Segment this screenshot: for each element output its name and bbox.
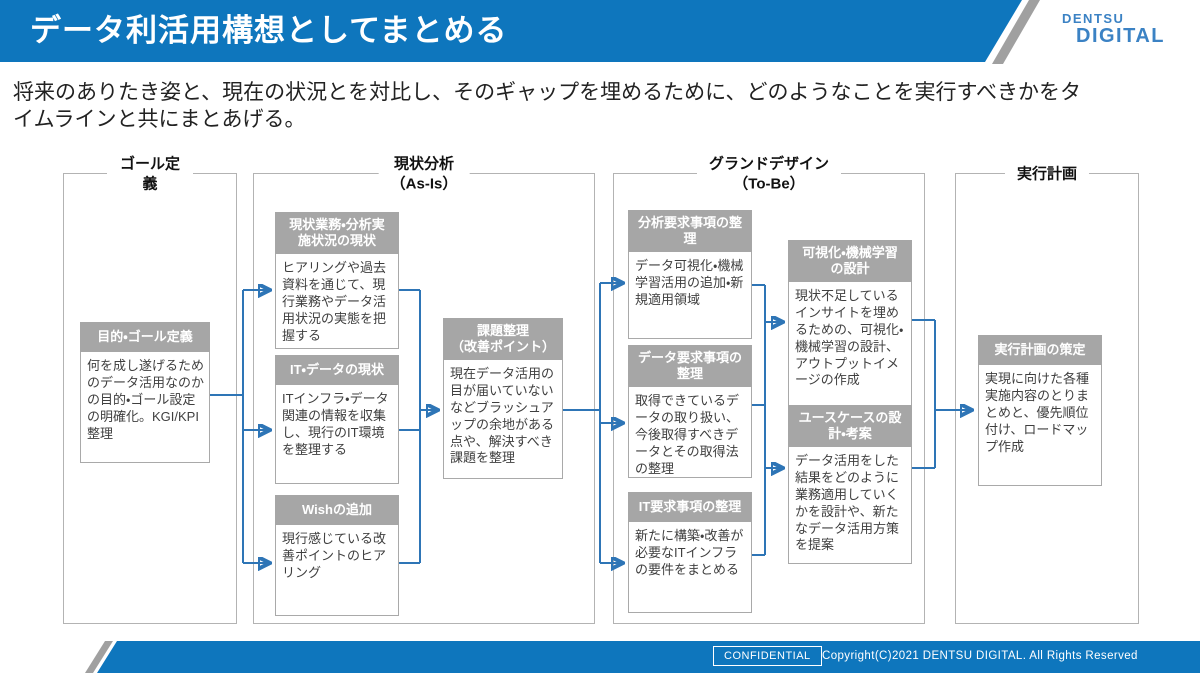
logo-text-dentsu: DENTSU (1062, 11, 1125, 26)
process-box-analysis-req: 分析要求事項の整 理 データ可視化・機械学習活用の追加・新規適用領域 (628, 210, 752, 339)
process-box-it-req-body: 新たに構築・改善が必要なITインフラの要件をまとめる (628, 522, 752, 613)
process-box-wish-title: Wishの追加 (275, 495, 399, 525)
process-box-data-req-body: 取得できているデータの取り扱い、今後取得すべきデータとその取得法の整理 (628, 387, 752, 478)
process-box-current-biz-body: ヒアリングや過去資料を通じて、現行業務やデータ活用状況の実態を把握する (275, 254, 399, 349)
process-box-goal: 目的・ゴール定義 何を成し遂げるためのデータ活用なのかの目的・ゴール設定の明確化… (80, 322, 210, 463)
process-box-analysis-req-title: 分析要求事項の整 理 (628, 210, 752, 252)
dentsu-digital-logo: DENTSU DIGITAL (1038, 12, 1168, 46)
process-box-it-data-title: IT・データの現状 (275, 355, 399, 385)
page-title: データ利活用構想としてまとめる (30, 13, 508, 48)
copyright-text: Copyright(C)2021 DENTSU DIGITAL. All Rig… (822, 650, 1138, 662)
process-box-visualization-body: 現状不足しているインサイトを埋めるための、可視化・機械学習の設計、アウトプットイ… (788, 282, 912, 409)
process-box-wish-body: 現行感じている改善ポイントのヒアリング (275, 525, 399, 616)
process-box-it-req-title: IT要求事項の整理 (628, 492, 752, 522)
process-box-issues-title: 課題整理 （改善ポイント） (443, 318, 563, 360)
column-label-execution-plan: 実行計画 (1004, 164, 1090, 184)
process-box-goal-body: 何を成し遂げるためのデータ活用なのかの目的・ゴール設定の明確化。KGI/KPI整… (80, 352, 210, 463)
column-execution-plan: 実行計画 (955, 164, 1139, 624)
footer-bar (97, 641, 1200, 673)
process-box-usecase-title: ユースケースの設 計・考案 (788, 405, 912, 447)
process-box-exec-plan-title: 実行計画の策定 (978, 335, 1102, 365)
process-box-data-req-title: データ要求事項の 整理 (628, 345, 752, 387)
process-box-issues-body: 現在データ活用の目が届いていないなどブラッシュアップの余地がある点や、解決すべき… (443, 360, 563, 479)
process-box-exec-plan: 実行計画の策定 実現に向けた各種実施内容のとりまとめと、優先順位付け、ロードマッ… (978, 335, 1102, 486)
process-box-visualization-title: 可視化・機械学習 の設計 (788, 240, 912, 282)
header-bar (0, 0, 1022, 62)
column-label-grand-design: グランドデザイン （To-Be） (696, 154, 842, 194)
process-box-it-data-body: ITインフラ・データ関連の情報を収集し、現行のIT環境を整理する (275, 385, 399, 484)
process-box-usecase: ユースケースの設 計・考案 データ活用をした結果をどのように業務適用していくかを… (788, 405, 912, 564)
process-box-usecase-body: データ活用をした結果をどのように業務適用していくかを設計や、新たなデータ活用方策… (788, 447, 912, 564)
column-as-is-analysis: 現状分析 （As-Is） (253, 154, 595, 624)
confidential-badge: CONFIDENTIAL (713, 646, 822, 667)
process-box-current-biz-title: 現状業務・分析実 施状況の現状 (275, 212, 399, 254)
process-box-visualization: 可視化・機械学習 の設計 現状不足しているインサイトを埋めるための、可視化・機械… (788, 240, 912, 409)
process-box-wish: Wishの追加 現行感じている改善ポイントのヒアリング (275, 495, 399, 616)
column-label-as-is-analysis: 現状分析 （As-Is） (378, 154, 470, 194)
process-box-current-biz: 現状業務・分析実 施状況の現状 ヒアリングや過去資料を通じて、現行業務やデータ活… (275, 212, 399, 349)
process-box-goal-title: 目的・ゴール定義 (80, 322, 210, 352)
column-label-goal-definition: ゴール定義 (107, 154, 193, 194)
process-box-it-data: IT・データの現状 ITインフラ・データ関連の情報を収集し、現行のIT環境を整理… (275, 355, 399, 484)
intro-text: 将来のありたき姿と、現在の状況とを対比し、そのギャップを埋めるために、どのような… (13, 81, 1082, 131)
process-box-data-req: データ要求事項の 整理 取得できているデータの取り扱い、今後取得すべきデータとそ… (628, 345, 752, 478)
process-box-it-req: IT要求事項の整理 新たに構築・改善が必要なITインフラの要件をまとめる (628, 492, 752, 613)
process-box-issues: 課題整理 （改善ポイント） 現在データ活用の目が届いていないなどブラッシュアップ… (443, 318, 563, 479)
process-box-exec-plan-body: 実現に向けた各種実施内容のとりまとめと、優先順位付け、ロードマップ作成 (978, 365, 1102, 486)
logo-text-digital: DIGITAL (1076, 25, 1166, 47)
process-box-analysis-req-body: データ可視化・機械学習活用の追加・新規適用領域 (628, 252, 752, 339)
